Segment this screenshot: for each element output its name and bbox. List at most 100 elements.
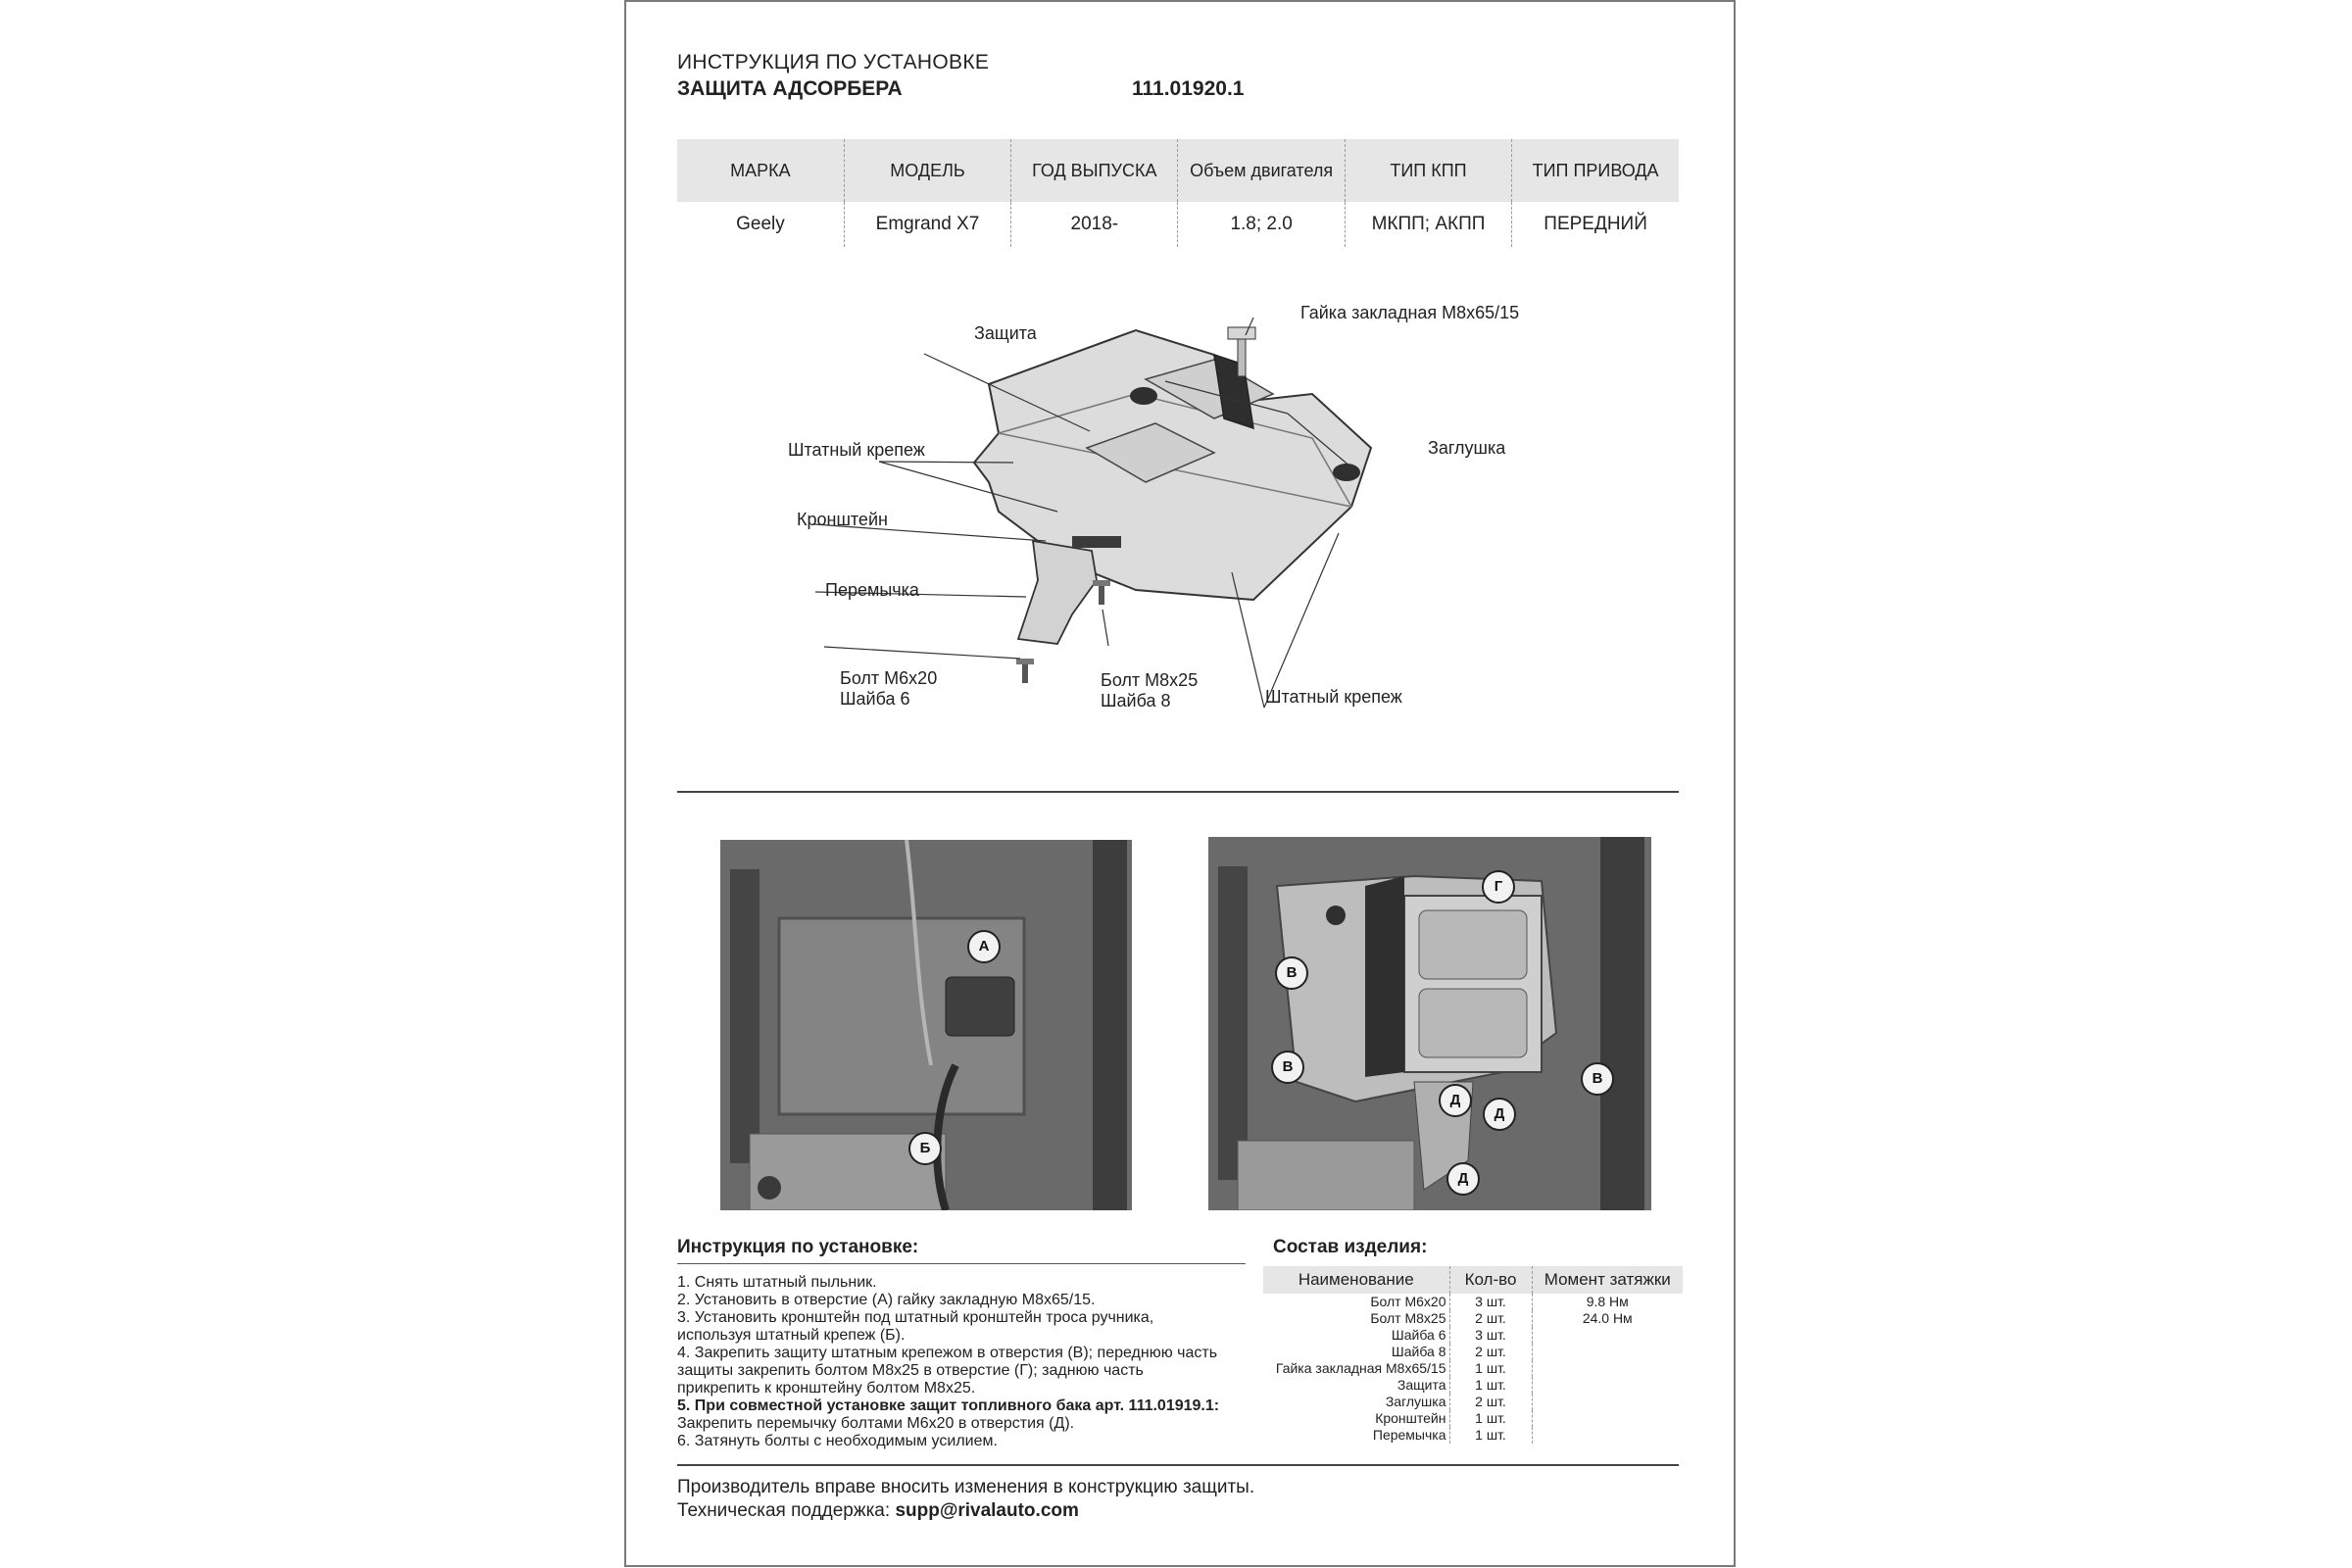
instruction-step: прикрепить к кронштейну болтом М8х25. — [677, 1380, 976, 1396]
instruction-step: защиты закрепить болтом М8х25 в отверсти… — [677, 1362, 1144, 1379]
part-torque — [1531, 1327, 1683, 1344]
footer-divider — [677, 1464, 1679, 1466]
parts-header-row: Наименование Кол-во Момент затяжки — [1263, 1266, 1683, 1294]
product-name: ЗАЩИТА АДСОРБЕРА — [677, 77, 903, 100]
marker-a: А — [967, 930, 1001, 963]
instructions-list: 1. Снять штатный пыльник. 2. Установить … — [677, 1274, 1226, 1450]
part-name: Гайка закладная М8х65/15 — [1275, 1360, 1446, 1376]
part-qty: 2 шт. — [1448, 1344, 1532, 1360]
marker-d: Д — [1446, 1162, 1480, 1196]
instruction-sheet: ИНСТРУКЦИЯ ПО УСТАНОВКЕ ЗАЩИТА АДСОРБЕРА… — [624, 0, 1736, 1567]
label-zashchita: Защита — [974, 323, 1037, 343]
spec-cell: 1.8; 2.0 — [1177, 202, 1346, 247]
spec-cell: 2018- — [1010, 202, 1178, 247]
parts-header-cell: Кол-во — [1448, 1266, 1532, 1294]
part-torque — [1531, 1427, 1683, 1444]
spec-header-cell: МАРКА — [677, 139, 845, 202]
instructions-title: Инструкция по установке: — [677, 1237, 919, 1257]
spec-header-cell: ГОД ВЫПУСКА — [1010, 139, 1178, 202]
part-name: Шайба 6 — [1391, 1327, 1446, 1343]
spec-cell: Emgrand X7 — [843, 202, 1011, 247]
plug-shape — [1333, 464, 1360, 481]
install-photo-left: А Б — [720, 840, 1132, 1210]
instruction-step: Закрепить перемычку болтами М6х20 в отве… — [677, 1415, 1075, 1432]
parts-table: Наименование Кол-во Момент затяжки Болт … — [1263, 1266, 1683, 1444]
part-name: Перемычка — [1372, 1427, 1446, 1443]
jumper-shape — [1016, 539, 1098, 645]
instruction-step: 1. Снять штатный пыльник. — [677, 1274, 877, 1291]
label-peremychka: Перемычка — [825, 580, 919, 600]
label-kronshteyn: Кронштейн — [797, 510, 888, 529]
part-torque — [1531, 1394, 1683, 1410]
spec-header-cell: ТИП КПП — [1344, 139, 1512, 202]
spec-header-cell: ТИП ПРИВОДА — [1511, 139, 1679, 202]
instruction-step: 4. Закрепить защиту штатным крепежом в о… — [677, 1345, 1218, 1361]
part-torque — [1531, 1377, 1683, 1394]
part-qty: 1 шт. — [1448, 1410, 1532, 1427]
part-name: Кронштейн — [1375, 1410, 1446, 1426]
support-label: Техническая поддержка: — [677, 1500, 891, 1521]
part-torque — [1531, 1410, 1683, 1427]
vehicle-spec-table: МАРКА МОДЕЛЬ ГОД ВЫПУСКА Объем двигателя… — [677, 139, 1679, 247]
parts-title: Состав изделия: — [1273, 1237, 1428, 1257]
label-zaglushka: Заглушка — [1428, 438, 1506, 458]
spec-data-row: Geely Emgrand X7 2018- 1.8; 2.0 МКПП; АК… — [677, 202, 1679, 247]
part-name: Болт М8х25 — [1370, 1310, 1446, 1326]
instruction-step: 5. При совместной установке защит топлив… — [677, 1397, 1220, 1414]
article-number: 111.01920.1 — [1132, 77, 1245, 100]
support-email[interactable]: supp@rivalauto.com — [895, 1500, 1079, 1521]
label-shayba-6: Шайба 6 — [840, 689, 910, 709]
part-qty: 3 шт. — [1448, 1294, 1532, 1310]
support-line: Техническая поддержка: supp@rivalauto.co… — [677, 1499, 1254, 1523]
part-name: Заглушка — [1385, 1394, 1446, 1409]
exploded-diagram — [813, 317, 1373, 709]
marker-v: В — [1581, 1062, 1614, 1096]
part-torque — [1531, 1344, 1683, 1360]
instruction-step: 6. Затянуть болты с необходимым усилием. — [677, 1433, 998, 1449]
part-qty: 1 шт. — [1448, 1377, 1532, 1394]
part-qty: 2 шт. — [1448, 1310, 1532, 1327]
spec-header-cell: МОДЕЛЬ — [843, 139, 1011, 202]
spec-cell: МКПП; АКПП — [1344, 202, 1512, 247]
part-name: Защита — [1396, 1377, 1446, 1393]
marker-d: Д — [1483, 1098, 1516, 1131]
spec-cell: Geely — [736, 214, 785, 234]
instruction-step: 2. Установить в отверстие (А) гайку закл… — [677, 1292, 1096, 1308]
part-torque — [1531, 1360, 1683, 1377]
footer: Производитель вправе вносить изменения в… — [677, 1476, 1254, 1523]
plug-shape — [1130, 387, 1157, 405]
label-shayba-8: Шайба 8 — [1101, 691, 1171, 710]
part-qty: 2 шт. — [1448, 1394, 1532, 1410]
instruction-step: используя штатный крепеж (Б). — [677, 1327, 906, 1344]
part-name: Болт М6х20 — [1370, 1294, 1446, 1309]
install-photo-right: Г В В В Д Д Д — [1208, 837, 1651, 1210]
part-name: Шайба 8 — [1391, 1344, 1446, 1359]
parts-header-cell: Момент затяжки — [1531, 1266, 1683, 1294]
footer-note: Производитель вправе вносить изменения в… — [677, 1477, 1255, 1497]
document-title: ИНСТРУКЦИЯ ПО УСТАНОВКЕ — [677, 51, 990, 74]
part-qty: 1 шт. — [1448, 1360, 1532, 1377]
spec-header-cell: Объем двигателя — [1177, 139, 1346, 202]
spec-cell: ПЕРЕДНИЙ — [1511, 202, 1679, 247]
marker-v: В — [1271, 1051, 1304, 1084]
marker-d: Д — [1439, 1084, 1472, 1117]
part-qty: 1 шт. — [1448, 1427, 1532, 1444]
parts-header-cell: Наименование — [1263, 1266, 1449, 1294]
label-bolt-m6: Болт М6х20 — [840, 668, 938, 688]
spec-header-row: МАРКА МОДЕЛЬ ГОД ВЫПУСКА Объем двигателя… — [677, 139, 1679, 202]
instructions-rule — [677, 1263, 1246, 1264]
section-divider — [677, 791, 1679, 793]
label-shtatny-krepezh-bottom: Штатный крепеж — [1265, 687, 1402, 707]
instruction-step: 3. Установить кронштейн под штатный крон… — [677, 1309, 1154, 1326]
label-shtatny-krepezh-top: Штатный крепеж — [788, 440, 925, 460]
label-bolt-m8: Болт М8х25 — [1101, 670, 1199, 690]
part-torque: 24.0 Нм — [1531, 1310, 1683, 1327]
